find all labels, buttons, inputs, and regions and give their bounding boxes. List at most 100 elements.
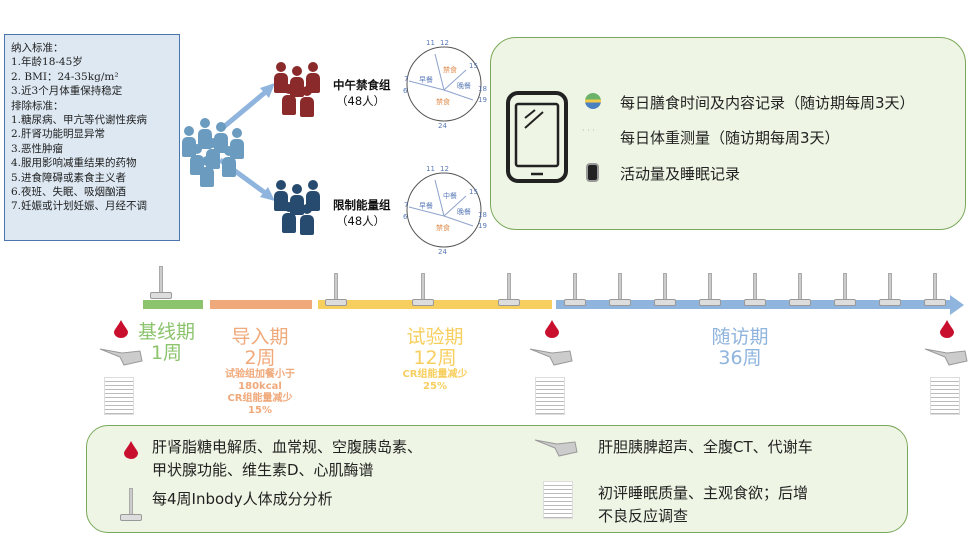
body-composition-scale-icon [789, 273, 811, 307]
person-icon [290, 66, 304, 97]
phase-note: 180kcal [238, 381, 282, 392]
exclusion-item: 2.肝肾功能明显异常 [11, 128, 106, 141]
assessment-line: 甲状腺功能、维生素D、心肌酶谱 [152, 461, 374, 479]
svg-text:18: 18 [478, 85, 487, 93]
phase-duration: 12周 [413, 347, 457, 369]
fasting-group-name: 中午禁食组 [333, 78, 391, 92]
svg-text:24: 24 [438, 248, 447, 254]
assessment-blood: 肝肾脂糖电解质、血常规、空腹胰岛素、甲状腺功能、维生素D、心肌酶谱 [152, 436, 422, 482]
record-diet: 每日膳食时间及内容记录（随访期每周3天） [620, 94, 915, 112]
phase-name: 基线期 [138, 321, 196, 343]
diet-app-icon [585, 93, 601, 109]
body-composition-scale-icon [325, 273, 347, 307]
exclusion-item: 6.夜班、失眠、吸烟酗酒 [11, 186, 127, 199]
criteria-box: 纳入标准： 1.年龄18-45岁 2. BMI：24-35kg/m² 3.近3个… [4, 34, 180, 241]
phase-note: CR组能量减少 [227, 393, 293, 404]
svg-text:19: 19 [478, 96, 487, 104]
body-composition-scale-icon [498, 273, 520, 307]
person-icon [200, 156, 214, 187]
body-composition-scale-icon [879, 273, 901, 307]
questionnaire-icon [535, 377, 565, 415]
assessment-inbody: 每4周Inbody人体成分分析 [152, 490, 333, 508]
blood-drop-icon [114, 320, 128, 338]
records-panel [490, 37, 966, 230]
blood-drop-icon [545, 320, 559, 338]
exclusion-item: 1.糖尿病、甲亢等代谢性疾病 [11, 114, 148, 127]
phase-name: 随访期 [711, 326, 769, 348]
phase-note: 25% [423, 381, 447, 392]
cr-group-people-icon [268, 180, 328, 246]
assessment-line: 初评睡眠质量、主观食欲；后增 [598, 484, 809, 502]
exclusion-item: 7.妊娠或计划妊娠、月经不调 [11, 200, 148, 213]
person-icon [282, 84, 296, 115]
svg-text:15: 15 [469, 62, 478, 70]
trial-bar [318, 300, 552, 309]
fasting-group-people-icon [268, 62, 328, 128]
svg-text:24: 24 [438, 122, 447, 128]
exclusion-title: 排除标准： [11, 99, 64, 112]
phase-duration: 2周 [244, 347, 276, 369]
person-icon [300, 86, 314, 117]
exclusion-item: 5.进食障碍或素食主义者 [11, 171, 127, 184]
body-composition-scale-icon [150, 266, 172, 300]
record-activity-sleep: 活动量及睡眠记录 [620, 165, 741, 183]
svg-text:12: 12 [440, 166, 449, 173]
clock-segment: 晚餐 [457, 81, 471, 90]
assessments-panel [86, 425, 908, 533]
body-composition-scale-icon [699, 273, 721, 307]
assessment-line: 不良反应调查 [598, 507, 689, 525]
inclusion-title: 纳入标准： [11, 42, 64, 54]
phase-duration: 36周 [718, 347, 762, 369]
ultrasound-probe-icon [534, 436, 579, 458]
clock-segment: 禁食 [436, 223, 450, 232]
svg-text:7: 7 [404, 201, 408, 209]
svg-text:6: 6 [403, 87, 408, 95]
body-composition-scale-icon [744, 273, 766, 307]
fasting-group-count: （48人） [336, 94, 386, 108]
exclusion-item: 4.服用影响减重结果的药物 [11, 157, 137, 170]
phase-name: 试验期 [406, 326, 464, 348]
fitness-band-icon [586, 163, 599, 182]
timeline-arrowhead [950, 295, 964, 315]
scale-app-icon: · · · [582, 126, 595, 135]
phase-note: 15% [248, 405, 272, 416]
svg-text:18: 18 [478, 211, 487, 219]
inclusion-item: 1.年龄18-45岁 [11, 56, 83, 69]
run-in-bar [210, 300, 312, 309]
clock-segment: 早餐 [419, 201, 433, 210]
clock-tick: 11 [426, 40, 435, 47]
body-composition-scale-icon [564, 273, 586, 307]
body-composition-scale-icon [654, 273, 676, 307]
person-icon [222, 146, 236, 177]
assessment-line: 肝肾脂糖电解质、血常规、空腹胰岛素、 [152, 438, 423, 456]
person-icon [282, 202, 296, 233]
clock-segment: 禁食 [436, 97, 450, 106]
cr-group-count: （48人） [336, 214, 386, 228]
person-icon [230, 128, 244, 159]
blood-drop-icon [124, 441, 138, 459]
phase-note: 试验组加餐小于 [225, 369, 295, 380]
phase-duration: 1周 [150, 342, 183, 364]
assessment-survey: 初评睡眠质量、主观食欲；后增不良反应调查 [598, 482, 808, 528]
person-icon [300, 204, 314, 235]
inbody-scale-icon [120, 488, 142, 522]
ultrasound-probe-icon [924, 345, 968, 367]
person-icon [290, 184, 304, 215]
questionnaire-icon [104, 377, 134, 415]
inclusion-item: 3.近3个月体重保持稳定 [11, 85, 123, 98]
phase-name: 导入期 [231, 326, 289, 348]
phase-note: CR组能量减少 [402, 369, 468, 380]
clock-segment: 早餐 [419, 75, 433, 84]
body-composition-scale-icon [924, 273, 946, 307]
baseline-bar [143, 300, 203, 309]
questionnaire-icon [930, 377, 960, 415]
svg-text:15: 15 [469, 188, 478, 196]
svg-text:12: 12 [440, 40, 449, 47]
smartphone-icon [506, 91, 568, 183]
